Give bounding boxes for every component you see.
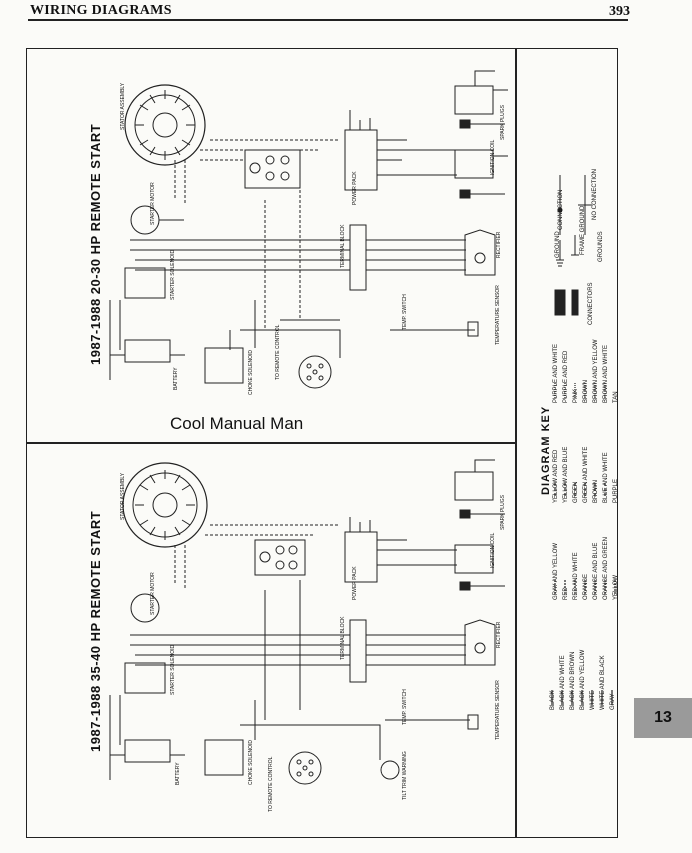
- label-stator-top: STATOR ASSEMBLY: [120, 82, 126, 130]
- label-starter-solenoid-top: STARTER SOLENOID: [170, 249, 176, 300]
- key-item: YELLOW: [613, 574, 619, 600]
- key-item: ORANGE AND GREEN: [603, 536, 609, 600]
- diagram-key-title: DIAGRAM KEY: [540, 405, 552, 495]
- key-item: PINK: [573, 388, 579, 403]
- starter-solenoid-bottom: [124, 662, 166, 694]
- page-header-title: WIRING DIAGRAMS: [30, 3, 172, 18]
- label-battery-bottom: BATTERY: [175, 762, 181, 785]
- power-pack-top: [344, 129, 378, 191]
- temp-sensor-top: [467, 321, 479, 337]
- terminal-block-top: [349, 224, 367, 291]
- label-temp-switch-bottom: TEMP. SWITCH: [402, 689, 408, 725]
- key-item: ORANGE: [583, 573, 589, 600]
- key-item: GREEN AND WHITE: [583, 446, 589, 503]
- label-spark-plugs-bottom: SPARK PLUGS: [500, 495, 506, 530]
- choke-solenoid-bottom: [204, 739, 244, 776]
- key-item: ORANGE AND BLUE: [593, 542, 599, 600]
- key-line-samples: [551, 383, 616, 705]
- key-item: PURPLE AND WHITE: [553, 343, 559, 403]
- stator-top: [124, 84, 206, 166]
- label-starter-motor-top: STARTER MOTOR: [150, 182, 156, 225]
- label-power-pack-top: POWER PACK: [352, 171, 358, 205]
- rectifier-top: [464, 229, 496, 276]
- key-item: RED: [563, 587, 569, 600]
- label-battery-top: BATTERY: [173, 367, 179, 390]
- ignition-coils-bottom: [454, 459, 505, 591]
- choke-solenoid-top: [204, 347, 244, 384]
- connector-bottom: [254, 539, 306, 576]
- label-terminal-block-top: TERMINAL BLOCK: [340, 224, 346, 268]
- header-rule: [28, 19, 628, 21]
- key-item: PURPLE AND RED: [563, 350, 569, 403]
- ignition-coils-top: [454, 70, 508, 199]
- key-item: GRAY AND YELLOW: [553, 542, 559, 600]
- key-connectors-label: CONNECTORS: [588, 282, 594, 325]
- diagram-divider: [26, 442, 516, 444]
- label-starter-solenoid-bottom: STARTER SOLENOID: [170, 644, 176, 695]
- label-spark-plugs-top: SPARK PLUGS: [500, 105, 506, 140]
- label-remote-control-bottom: TO REMOTE CONTROL: [268, 756, 274, 812]
- label-ignition-coil-bottom: IGNITION COIL: [490, 532, 496, 568]
- terminal-block-bottom: [349, 619, 367, 683]
- label-temp-switch-top: TEMP. SWITCH: [402, 294, 408, 330]
- remote-plug-top: [298, 355, 332, 389]
- label-tilt-trim-bottom: TILT TRIM WARNING: [402, 751, 408, 800]
- label-remote-control-top: TO REMOTE CONTROL: [275, 324, 281, 380]
- key-item: YELLOW AND BLUE: [563, 446, 569, 503]
- key-symbols: [554, 175, 592, 316]
- label-starter-motor-bottom: STARTER MOTOR: [150, 572, 156, 615]
- key-item: BLUE AND WHITE: [603, 452, 609, 503]
- key-item: WHITE AND BLACK: [600, 655, 606, 710]
- key-item: BLACK AND YELLOW: [580, 649, 586, 710]
- key-item: PURPLE: [613, 478, 619, 503]
- label-temp-sensor-bottom: TEMPERATURE SENSOR: [495, 680, 501, 740]
- section-tab: 13: [634, 698, 692, 738]
- rectifier-bottom: [464, 619, 496, 666]
- remote-plug-bottom: [288, 751, 322, 785]
- label-temp-sensor-top: TEMPERATURE SENSOR: [495, 285, 501, 345]
- label-power-pack-bottom: POWER PACK: [352, 566, 358, 600]
- watermark: Cool Manual Man: [170, 414, 304, 433]
- key-item: GRAY: [610, 693, 616, 710]
- key-frame-ground-label: FRAME GROUND: [580, 205, 586, 255]
- stator-bottom: [122, 462, 208, 548]
- power-pack-bottom: [344, 531, 378, 583]
- key-item: BROWN AND YELLOW: [593, 339, 599, 403]
- label-rectifier-top: RECTIFIER: [496, 231, 502, 258]
- key-item: BROWN: [593, 480, 599, 503]
- key-no-connection-label: NO CONNECTION: [592, 169, 598, 220]
- label-ignition-coil-top: IGNITION COIL: [490, 139, 496, 175]
- label-stator-bottom: STATOR ASSEMBLY: [120, 472, 126, 520]
- label-choke-solenoid-bottom: CHOKE SOLENOID: [248, 739, 254, 785]
- key-grounds-label: GROUNDS: [598, 231, 604, 262]
- key-item: YELLOW AND RED: [553, 449, 559, 503]
- key-item: BROWN AND WHITE: [603, 345, 609, 403]
- key-item: BLACK AND BROWN: [570, 651, 576, 710]
- key-ground-label: GROUND: [555, 231, 561, 258]
- key-item: BROWN: [583, 380, 589, 403]
- starter-motor-bottom: [130, 593, 160, 623]
- key-item: BLACK AND WHITE: [560, 655, 566, 710]
- tilt-trim-sender-bottom: [380, 760, 400, 780]
- page-number: 393: [609, 4, 630, 19]
- battery-bottom: [124, 739, 171, 763]
- label-choke-solenoid-top: CHOKE SOLENOID: [248, 349, 254, 395]
- key-item: GREEN: [573, 481, 579, 503]
- key-item: WHITE: [590, 690, 596, 710]
- key-connection-label: CONNECTION: [558, 189, 564, 230]
- key-item: TAN: [613, 391, 619, 403]
- battery-top: [124, 339, 171, 363]
- key-item: BLACK: [550, 690, 556, 710]
- label-rectifier-bottom: RECTIFIER: [496, 621, 502, 648]
- key-divider: [515, 48, 517, 838]
- connector-top: [244, 149, 301, 189]
- starter-solenoid-top: [124, 267, 166, 299]
- label-terminal-block-bottom: TERMINAL BLOCK: [340, 616, 346, 660]
- temp-sensor-bottom: [467, 714, 479, 730]
- key-item: RED AND WHITE: [573, 552, 579, 600]
